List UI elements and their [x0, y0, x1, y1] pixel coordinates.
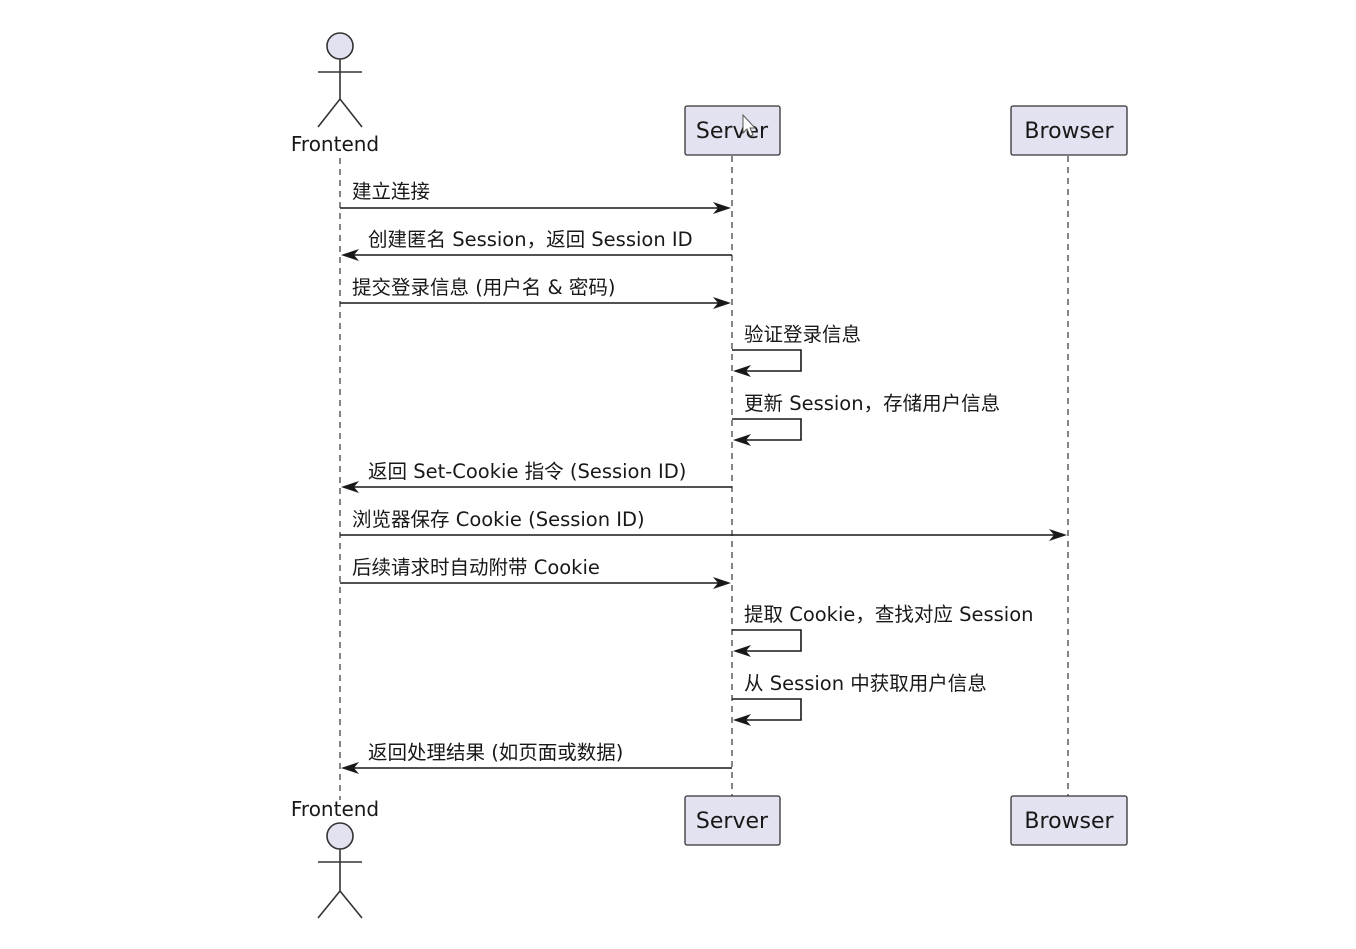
message-label: 建立连接 — [352, 180, 430, 203]
arrowhead — [341, 762, 359, 774]
arrowhead — [733, 645, 751, 657]
browser-participant-bottom: Browser — [1010, 795, 1128, 846]
message-10-self: 从 Session 中获取用户信息 — [732, 672, 987, 726]
message-label: 从 Session 中获取用户信息 — [744, 672, 987, 695]
browser-label-bottom: Browser — [1024, 809, 1114, 834]
participant-box — [684, 795, 781, 846]
self-arrow — [732, 349, 802, 372]
arrowhead — [733, 365, 751, 377]
server-participant-bottom: Server — [684, 795, 781, 846]
arrowhead — [341, 249, 359, 261]
message-label: 更新 Session，存储用户信息 — [744, 392, 1000, 415]
actor-head — [326, 32, 354, 60]
self-arrow — [732, 629, 802, 652]
message-label: 返回处理结果 (如页面或数据) — [368, 741, 623, 764]
arrowhead — [341, 481, 359, 493]
message-7: 浏览器保存 Cookie (Session ID) — [340, 508, 1067, 541]
mouse-cursor-icon — [742, 113, 757, 137]
message-6: 返回 Set-Cookie 指令 (Session ID) — [341, 460, 732, 493]
participant-box — [684, 105, 781, 156]
message-label: 验证登录信息 — [744, 323, 861, 346]
browser-label-top: Browser — [1024, 119, 1114, 144]
browser-participant-top: Browser — [1010, 105, 1128, 156]
message-8: 后续请求时自动附带 Cookie — [340, 556, 731, 589]
frontend-label-top: Frontend — [291, 132, 379, 156]
actor-head — [326, 822, 354, 850]
message-label: 提交登录信息 (用户名 & 密码) — [352, 276, 616, 299]
self-arrow — [732, 418, 802, 441]
arrowhead — [713, 202, 731, 214]
arrowhead — [713, 297, 731, 309]
message-label: 返回 Set-Cookie 指令 (Session ID) — [368, 460, 686, 483]
participant-box — [1010, 105, 1128, 156]
message-1: 建立连接 — [340, 180, 731, 214]
message-label: 提取 Cookie，查找对应 Session — [744, 603, 1033, 626]
message-5-self: 更新 Session，存储用户信息 — [732, 392, 1000, 446]
actor-legs — [317, 889, 363, 919]
message-9-self: 提取 Cookie，查找对应 Session — [732, 603, 1033, 657]
frontend-actor-bottom: Frontend — [291, 797, 379, 919]
server-label-top: Server — [696, 119, 769, 144]
message-4-self: 验证登录信息 — [732, 323, 861, 377]
arrowhead — [733, 434, 751, 446]
message-11: 返回处理结果 (如页面或数据) — [341, 741, 732, 774]
participant-box — [1010, 795, 1128, 846]
message-2: 创建匿名 Session，返回 Session ID — [341, 228, 732, 261]
server-label-bottom: Server — [696, 809, 769, 834]
frontend-actor-top: Frontend — [291, 32, 379, 156]
arrowhead — [713, 577, 731, 589]
actor-legs — [317, 97, 363, 128]
message-label: 浏览器保存 Cookie (Session ID) — [352, 508, 645, 531]
arrowhead — [733, 714, 751, 726]
arrowhead — [1049, 529, 1067, 541]
frontend-label-bottom: Frontend — [291, 797, 379, 821]
message-3: 提交登录信息 (用户名 & 密码) — [340, 276, 731, 309]
server-participant-top: Server — [684, 105, 781, 156]
self-arrow — [732, 698, 802, 721]
message-label: 后续请求时自动附带 Cookie — [352, 556, 600, 579]
message-label: 创建匿名 Session，返回 Session ID — [368, 228, 693, 251]
